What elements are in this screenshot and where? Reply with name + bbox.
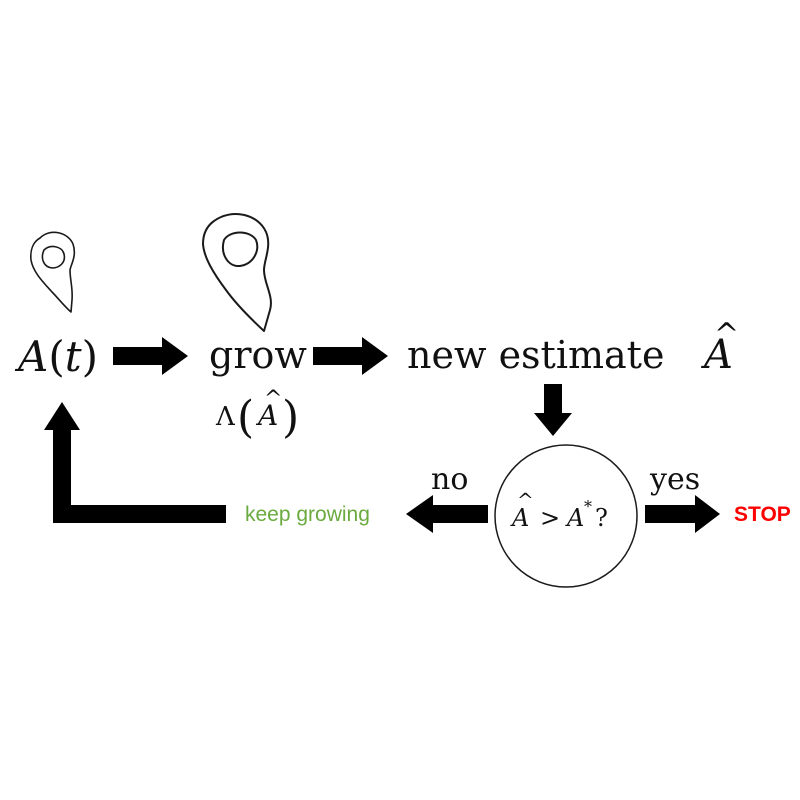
- grow-operator-lambda: Λ: [215, 402, 236, 432]
- decision-rhs-superscript: *: [584, 497, 592, 516]
- current-area-open-paren: (: [48, 332, 64, 381]
- current-area-variable: t: [65, 332, 82, 381]
- decision-circle: [494, 444, 638, 588]
- stop-label: STOP: [734, 503, 791, 526]
- decision-operator: >: [540, 504, 560, 532]
- grow-operator-argument: A: [255, 399, 278, 432]
- current-area-symbol: A: [14, 332, 48, 381]
- estimate-label: new estimate: [407, 333, 664, 377]
- large-region-sketch-icon: [202, 213, 272, 332]
- decision-hat: ^: [517, 488, 534, 512]
- estimate-hat: ^: [714, 317, 739, 352]
- grow-operator: Λ ( A ^ ): [215, 387, 299, 443]
- no-arrow: [406, 495, 488, 533]
- current-area-label: A(t): [14, 332, 98, 381]
- arrow-to-grow: [113, 337, 188, 375]
- decision-question-mark: ?: [595, 504, 608, 532]
- decision-lhs: A: [510, 504, 529, 532]
- grow-operator-hat: ^: [264, 387, 282, 412]
- no-label: no: [431, 462, 468, 497]
- keep-growing-label: keep growing: [245, 503, 370, 526]
- arrow-to-estimate: [313, 337, 388, 375]
- feedback-arrow: [44, 402, 226, 523]
- current-area-close-paren: ): [82, 332, 98, 381]
- grow-operator-close-paren: ): [282, 392, 299, 443]
- grow-operator-open-paren: (: [237, 392, 254, 443]
- decision-condition: A ^ > A * ?: [510, 488, 608, 532]
- yes-arrow: [645, 495, 720, 533]
- decision-rhs: A: [565, 504, 584, 532]
- small-region-sketch-icon: [30, 231, 76, 313]
- arrow-to-decision: [534, 384, 572, 436]
- grow-label: grow: [209, 333, 307, 377]
- yes-label: yes: [649, 462, 700, 497]
- estimate-symbol: A: [700, 332, 733, 378]
